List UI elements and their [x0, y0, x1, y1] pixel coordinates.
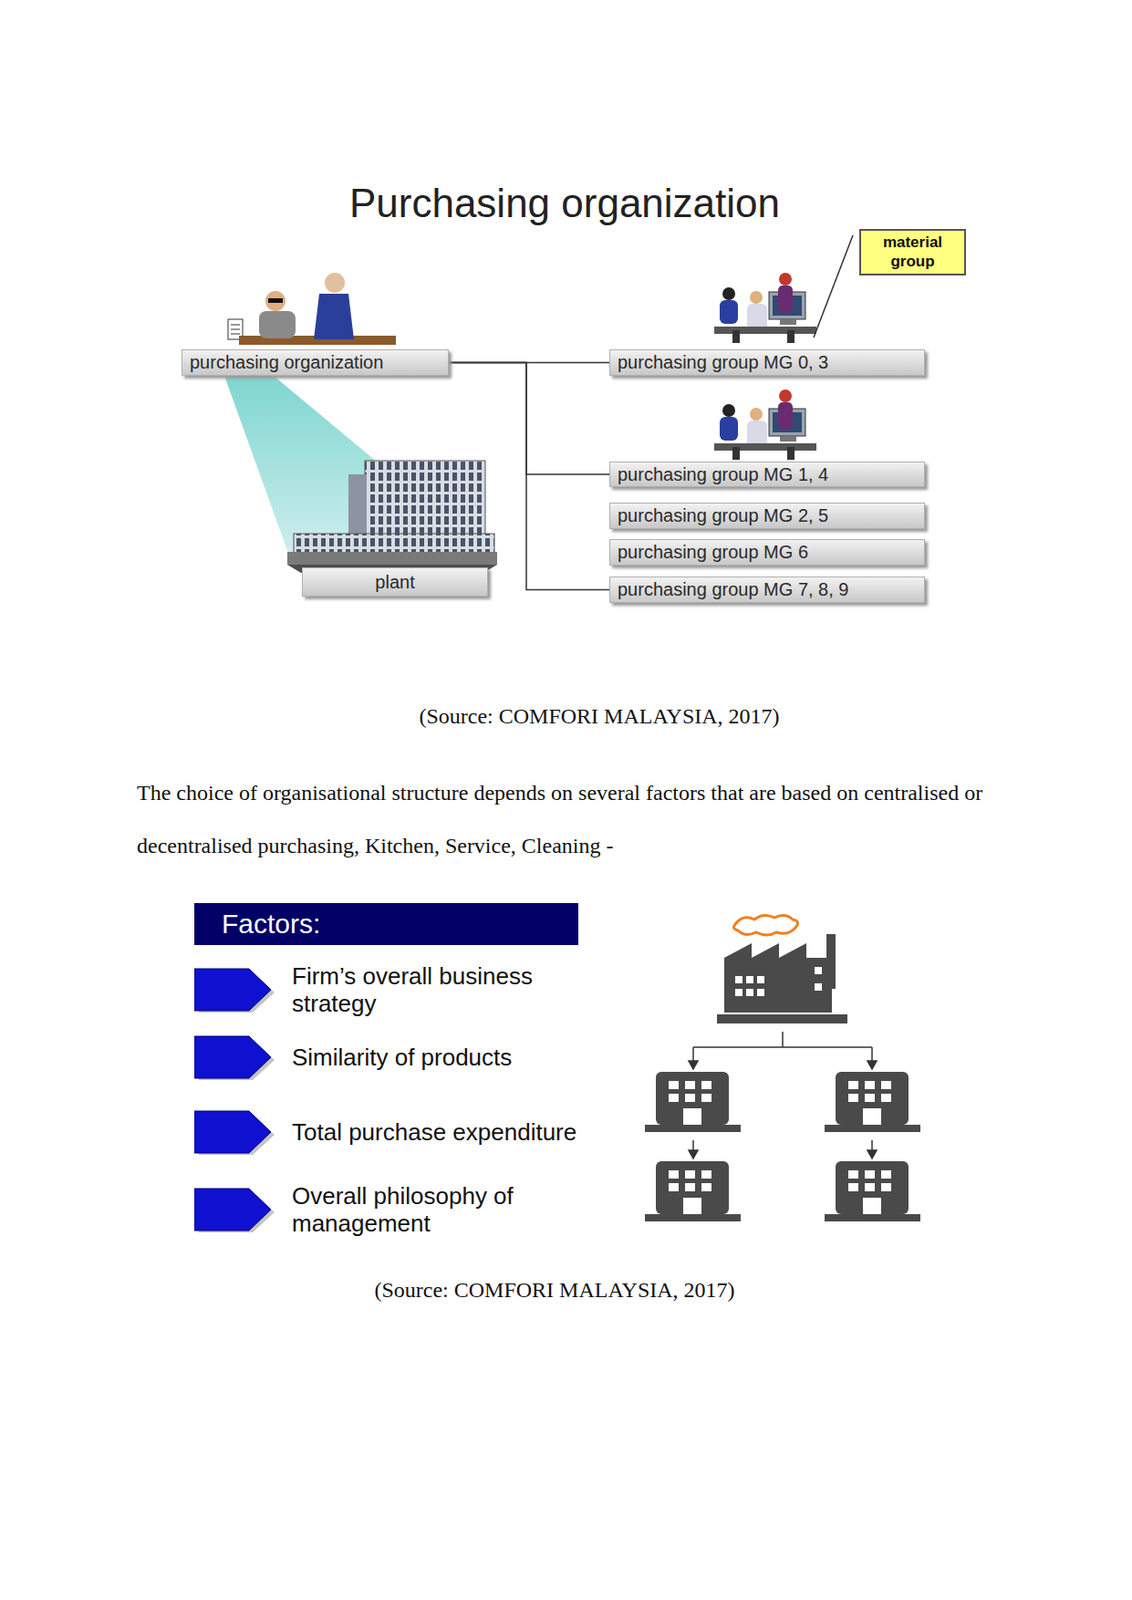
group-box: purchasing group MG 6 — [609, 539, 925, 566]
arrow-shape — [194, 1032, 279, 1084]
callout-box: material group — [859, 228, 966, 276]
arrow-shape — [194, 1184, 279, 1236]
group-box: purchasing group MG 0, 3 — [609, 349, 925, 376]
group-box: purchasing group MG 7, 8, 9 — [609, 576, 925, 603]
node-text: Overall philosophy of management — [291, 1183, 605, 1238]
workers-icon — [714, 272, 817, 343]
factor-item: Total purchase expenditure — [194, 1105, 596, 1161]
node-text: material group — [872, 233, 955, 271]
leader-line — [813, 235, 853, 338]
connector — [448, 363, 610, 476]
node-text: Firm’s overall business strategy — [291, 963, 605, 1018]
node-text: Factors: — [221, 908, 321, 940]
plant-building — [287, 460, 498, 573]
group-box: purchasing group MG 2, 5 — [609, 502, 925, 530]
factor-item: Overall philosophy of management — [194, 1183, 605, 1238]
connector — [448, 363, 610, 591]
source-caption: (Source: COMFORI MALAYSIA, 2017) — [373, 1277, 735, 1303]
group-box: purchasing group MG 1, 4 — [609, 461, 925, 488]
node-text: purchasing group MG 6 — [617, 541, 809, 563]
node-text: purchasing group MG 0, 3 — [617, 352, 829, 374]
node-text: Total purchase expenditure — [291, 1119, 577, 1147]
factor-item: Similarity of products — [194, 1031, 587, 1085]
light-beam — [224, 375, 493, 559]
source-caption: (Source: COMFORI MALAYSIA, 2017) — [418, 704, 779, 729]
header-band: Factors: — [194, 903, 579, 946]
node-text: purchasing group MG 7, 8, 9 — [617, 579, 849, 601]
managers-icon — [228, 272, 396, 345]
arrow-shape — [194, 1107, 279, 1159]
node-text: Similarity of products — [291, 1044, 512, 1072]
org-box: purchasing organization — [181, 349, 449, 376]
node-text: purchasing organization — [189, 352, 384, 374]
factory-icon — [716, 914, 848, 1024]
node-text: plant — [374, 571, 415, 593]
body-text: The choice of organisational structure d… — [136, 766, 1008, 873]
workers-icon — [714, 389, 817, 460]
node-text: purchasing group MG 2, 5 — [617, 505, 829, 527]
office-icons — [644, 1071, 921, 1222]
node-text: purchasing group MG 1, 4 — [617, 464, 829, 486]
title: Purchasing organization — [349, 180, 780, 227]
plant-box: plant — [301, 567, 489, 597]
factor-item: Firm’s overall business strategy — [194, 963, 605, 1018]
arrow-shape — [194, 965, 279, 1017]
